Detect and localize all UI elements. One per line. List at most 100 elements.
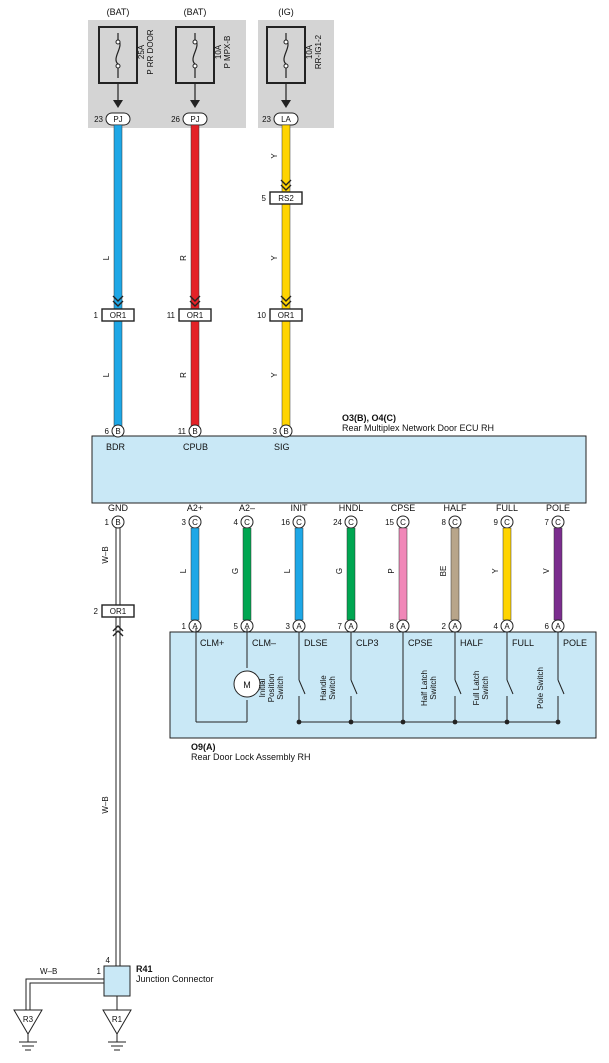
connector-or1-label: OR1 (187, 311, 204, 320)
ecu-bottom-pin: C15 (385, 515, 410, 529)
arrow-icon (190, 100, 200, 108)
wire-color-code: Y (270, 372, 279, 378)
junction-name: Junction Connector (136, 974, 214, 984)
fuse-name: P RR DOOR (146, 29, 155, 74)
ecu-bottom-pin-letter: C (296, 518, 302, 527)
wire-lower (450, 527, 460, 621)
chevron-up (112, 630, 124, 637)
fuse-connector-letter: PJ (190, 115, 199, 124)
switch-blade (350, 679, 358, 695)
junction-pin-top: 4 (106, 956, 111, 965)
fuse-rating: 25A (137, 44, 146, 59)
ecu-bottom-pin-shape (111, 515, 125, 529)
wire-upper (190, 124, 200, 432)
wire-color-code: W–B (101, 796, 110, 813)
ground-label: R1 (112, 1015, 123, 1024)
connector-or1-number: 1 (94, 311, 99, 320)
wire-color-code: L (102, 372, 111, 377)
wire-color-code: Y (270, 153, 279, 159)
wire-color-code: P (387, 568, 396, 573)
ecu-top-pin-number: 11 (178, 427, 187, 436)
motor-icon (233, 670, 261, 698)
fuse-terminal (283, 63, 289, 69)
wire-lower (398, 527, 408, 621)
lock-pin-label: DLSE (304, 638, 328, 648)
lock-pin-number: 1 (182, 622, 187, 631)
lock-pin-letter: A (244, 622, 250, 631)
ecu-bottom-pins: GNDB1A2+C3A2–C4INITC16HNDLC24CPSEC15HALF… (105, 503, 570, 529)
lock-pin: A4 (494, 619, 514, 633)
lock-pin-label: CLP3 (356, 638, 379, 648)
ecu-pin-label: SIG (274, 442, 290, 452)
connector-or1-number: 11 (167, 311, 176, 320)
connector-or1: OR1 11 (167, 308, 212, 322)
fuse-terminal (115, 39, 121, 45)
ecu-bottom-pin-letter: C (400, 518, 406, 527)
ecu-bottom-pin: C9 (494, 515, 514, 529)
ecu-id: O3(B), O4(C) (342, 413, 396, 423)
fuse-name: P MPX-B (223, 36, 232, 69)
switch-label: Switch (328, 676, 337, 700)
wire-color-code: BE (439, 566, 448, 577)
ecu-top-pin-shape (188, 424, 202, 438)
ecu-bottom-pin-number: 9 (494, 518, 499, 527)
lock-pin-number: 5 (234, 622, 239, 631)
lock-pin: A6 (545, 619, 565, 633)
lock-pin: A5 (234, 619, 254, 633)
ecu-bottom-pin-letter: C (348, 518, 354, 527)
lock-pin-number: 6 (545, 622, 550, 631)
lock-pin-letter: A (504, 622, 510, 631)
connector-or1-lower-label: OR1 (110, 607, 127, 616)
lock-pin-label: HALF (460, 638, 484, 648)
ecu-top-pin-number: 3 (273, 427, 278, 436)
lock-pin-label: POLE (563, 638, 587, 648)
lock-pin: A1 (182, 619, 202, 633)
lock-pin-label: CLM+ (200, 638, 224, 648)
ground-wire-left-code: W–B (40, 967, 57, 976)
lock-pin-number: 3 (286, 622, 291, 631)
ecu-top-pin-number: 6 (105, 427, 110, 436)
fuse-connector-letter: PJ (113, 115, 122, 124)
switch-label: Handle (319, 675, 328, 701)
lock-pin: A2 (442, 619, 462, 633)
ecu-top-pin-shape (111, 424, 125, 438)
ecu-pin-label: GND (108, 503, 129, 513)
connector-or1-shape (101, 308, 135, 322)
connector-or1-lower: OR1 2 (94, 604, 135, 618)
connector-or1-lower-number: 2 (94, 607, 99, 616)
connector-or1-label: OR1 (110, 311, 127, 320)
wire-color-code: V (542, 568, 551, 574)
ground-wire: W–B W–B OR1 2 (25, 528, 135, 1010)
ecu-pin-label: HNDL (339, 503, 364, 513)
wire-wb-branch (29, 982, 104, 1010)
switch-label: Initial (258, 678, 267, 697)
fuse-source: (BAT) (107, 7, 130, 17)
ecu-bottom-pin: C3 (182, 515, 202, 529)
wire-lower (190, 527, 200, 621)
rs2-chevrons-chevron (280, 184, 292, 191)
wire-lower (346, 527, 356, 621)
ecu-bottom-pin-number: 16 (281, 518, 290, 527)
lock-pin-label: CLM– (252, 638, 276, 648)
ecu-bottom-pin: B1 (105, 515, 125, 529)
lock-pin-letter: A (452, 622, 458, 631)
ecu-top-pin-shape (279, 424, 293, 438)
or1-chevrons-chevron (189, 300, 201, 307)
fuse-terminal (115, 63, 121, 69)
lock-name: Rear Door Lock Assembly RH (191, 752, 311, 762)
ecu-pin-label: A2– (239, 503, 255, 513)
or1-chevrons-chevron (280, 300, 292, 307)
lock-pin: A7 (338, 619, 358, 633)
switch-label: Switch (276, 676, 285, 700)
connector-rs2-label: RS2 (278, 194, 294, 203)
fuse-panel-bat (88, 20, 246, 128)
wire-lower (294, 527, 304, 621)
or1-chevrons-chevron (112, 300, 124, 307)
